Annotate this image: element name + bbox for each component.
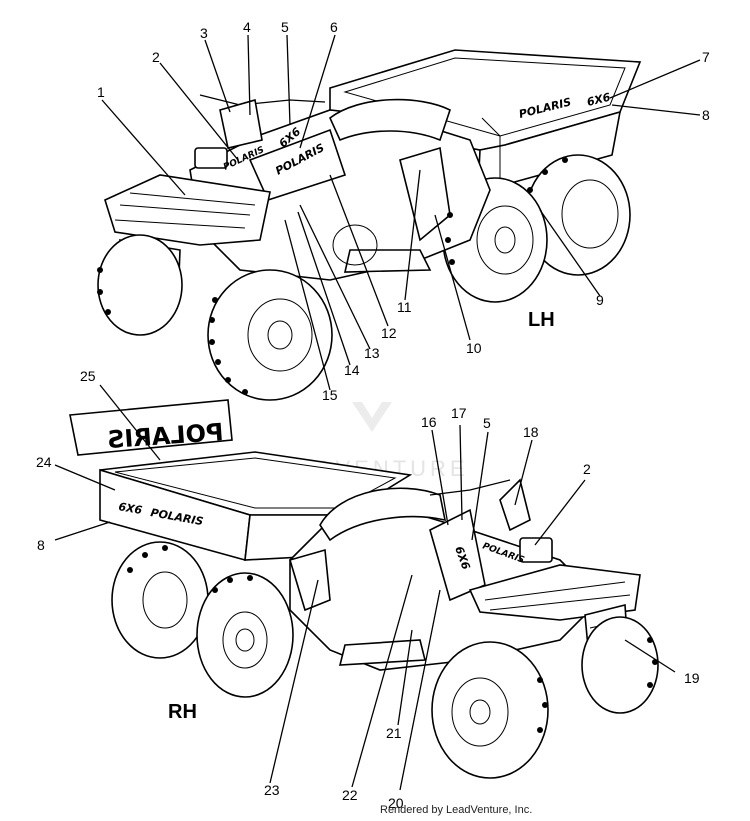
callout-lh-5: 5 <box>281 19 289 35</box>
callout-rh-24: 24 <box>36 454 52 470</box>
callout-rh-8: 8 <box>37 537 45 553</box>
callout-lh-8: 8 <box>702 107 710 123</box>
lh-front-tire-near <box>207 269 333 401</box>
lh-leader-lines <box>101 34 701 391</box>
view-label-lh: LH <box>528 309 555 331</box>
callout-rh-22: 22 <box>342 787 358 803</box>
callout-rh-19: 19 <box>684 670 700 686</box>
rh-rear-tire-far <box>111 541 209 659</box>
loose-decal-25: POLARIS <box>69 399 233 456</box>
callout-rh-20: 20 <box>388 795 404 811</box>
callout-lh-11: 11 <box>397 299 412 315</box>
rh-box-decal-model: 6X6 <box>117 500 143 517</box>
callout-lh-12: 12 <box>381 325 397 341</box>
lh-callouts: 1 2 3 4 5 6 7 8 9 10 11 12 13 14 15 <box>97 19 710 403</box>
rh-callouts: 25 24 8 16 17 5 18 2 19 21 22 20 23 <box>36 368 700 811</box>
callout-lh-10: 10 <box>466 340 482 356</box>
callout-lh-1: 1 <box>97 84 105 100</box>
callout-lh-4: 4 <box>243 19 251 35</box>
rh-front-tire-far <box>581 616 659 714</box>
callout-rh-25: 25 <box>80 368 96 384</box>
callout-rh-17: 17 <box>451 405 467 421</box>
callout-rh-23: 23 <box>264 782 280 798</box>
rh-rear-tire-near <box>196 572 294 698</box>
render-credit: Rendered by LeadVenture, Inc. <box>380 804 533 816</box>
callout-lh-15: 15 <box>322 387 338 403</box>
lh-vehicle-drawing: POLARIS POLARIS POLARIS 6X6 6X6 <box>97 49 642 401</box>
lh-box-decal-model: 6X6 <box>586 90 613 108</box>
callout-rh-21: 21 <box>386 725 402 741</box>
callout-lh-3: 3 <box>200 25 208 41</box>
callout-lh-13: 13 <box>364 345 380 361</box>
callout-lh-14: 14 <box>344 362 360 378</box>
callout-lh-7: 7 <box>702 49 710 65</box>
rh-leader-lines <box>54 384 676 791</box>
callout-rh-2: 2 <box>583 461 591 477</box>
callout-rh-18: 18 <box>523 424 539 440</box>
callout-lh-6: 6 <box>330 19 338 35</box>
callout-rh-16: 16 <box>421 414 437 430</box>
callout-rh-5: 5 <box>483 415 491 431</box>
view-label-rh: RH <box>168 701 197 723</box>
callout-lh-9: 9 <box>596 292 604 308</box>
rh-vehicle-drawing: 6X6 POLARIS 6X6 POLARIS <box>99 451 659 779</box>
callout-lh-2: 2 <box>152 49 160 65</box>
lh-front-tire-far <box>97 234 183 336</box>
